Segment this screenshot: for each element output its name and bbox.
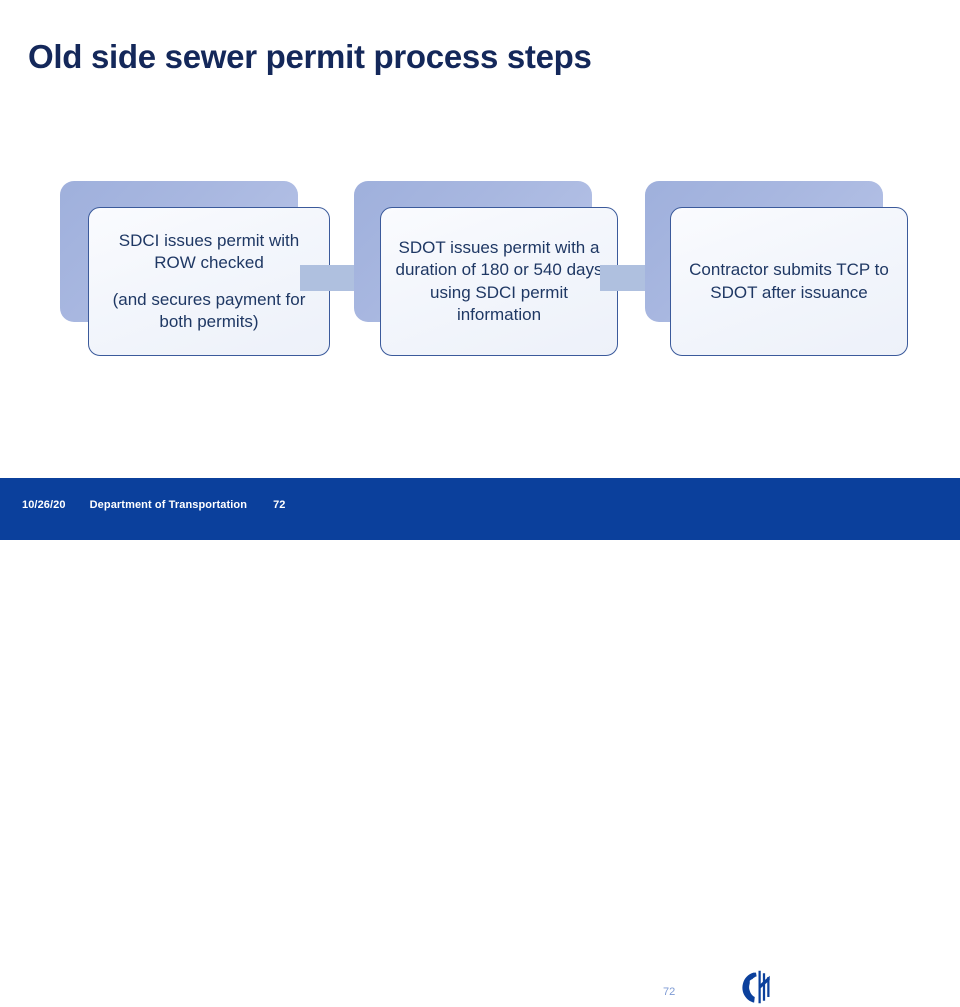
process-flow-diagram: SDCI issues permit with ROW checked (and… [0,0,960,478]
step-1-line-1: SDCI issues permit with ROW checked [118,230,300,273]
brand-name: City of Seattle [786,973,944,1000]
step-2-line-1: SDOT issues permit with a duration of 18… [395,237,603,324]
step-3-line-1: Contractor submits TCP to SDOT after iss… [689,260,889,302]
footer-number: 72 [273,499,286,511]
slide-number: 72 [663,986,676,998]
page-title: Old side sewer permit process steps [28,38,592,75]
brand-lockup: City of Seattle [736,967,944,1007]
step-2-card[interactable]: SDOT issues permit with a duration of 18… [380,207,618,356]
step-1-card[interactable]: SDCI issues permit with ROW checked (and… [88,207,330,356]
step-1-line-2: (and secures payment for both permits) [112,289,306,331]
step-3-card[interactable]: Contractor submits TCP to SDOT after iss… [670,207,908,356]
footer-bar: 10/26/20 Department of Transportation 72… [0,478,960,1007]
footer-date: 10/26/20 [22,499,66,511]
footer-meta: 10/26/20 Department of Transportation 72 [22,499,286,511]
footer-department: Department of Transportation [89,499,248,511]
city-of-seattle-seal-icon [736,967,776,1007]
